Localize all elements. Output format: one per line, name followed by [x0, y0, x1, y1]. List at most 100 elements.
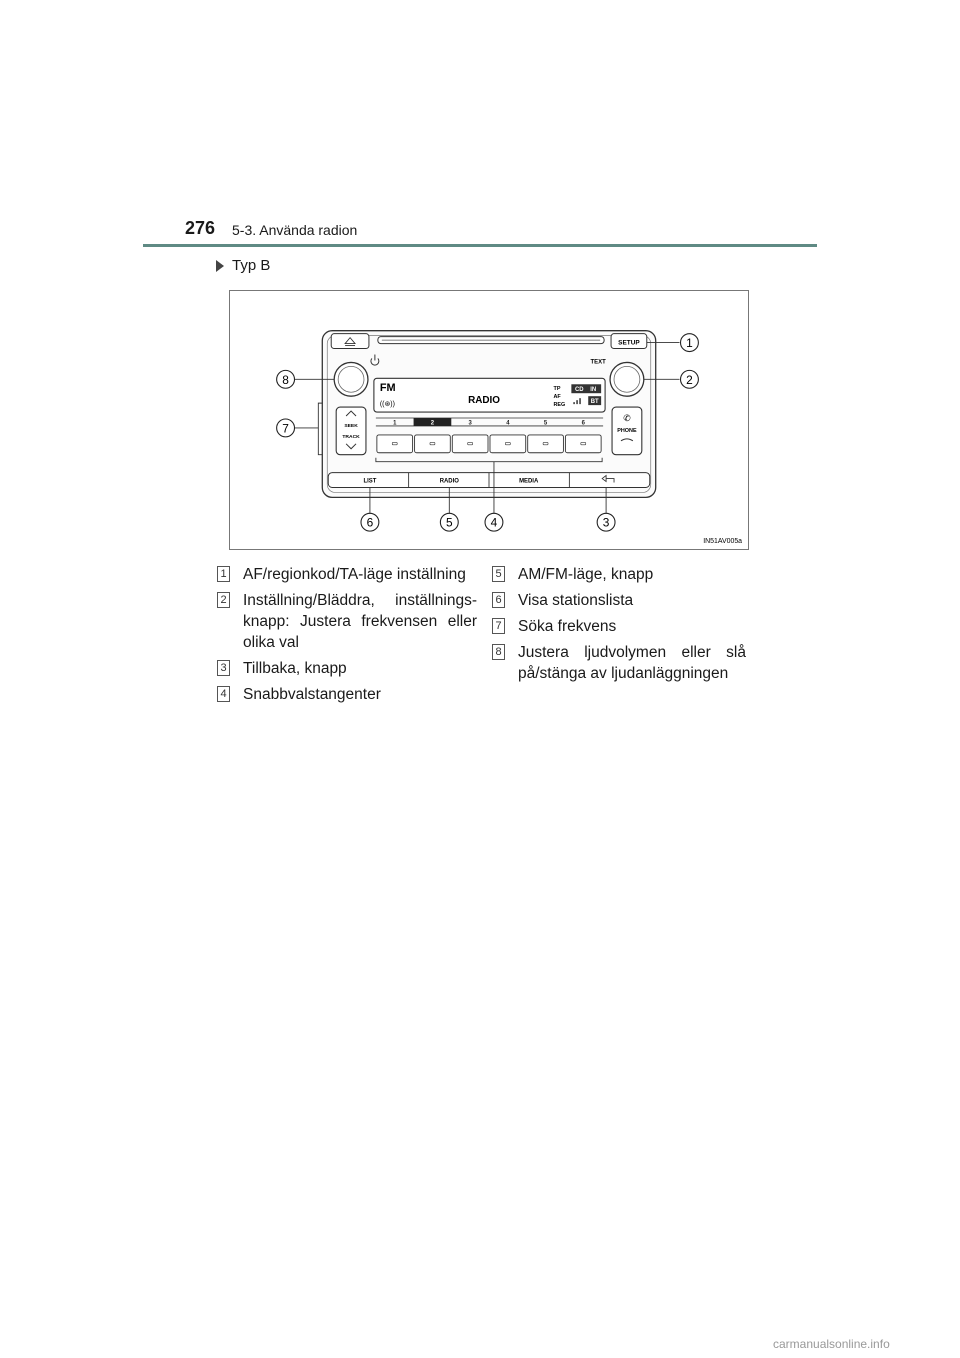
- callout-circle-6: [360, 512, 380, 532]
- eject-button: [330, 333, 370, 350]
- callout-number-6: 6: [367, 516, 374, 530]
- callout-circle-8: [276, 369, 296, 389]
- chevron-down-icon: [345, 443, 357, 450]
- callout-number-1: 1: [686, 336, 693, 350]
- callout-number-4: 4: [491, 516, 498, 530]
- media-button-label: MEDIA: [519, 479, 539, 485]
- fm-indicator: FM: [380, 382, 396, 394]
- tp-indicator: TP: [554, 386, 561, 392]
- back-arrow-icon: [601, 474, 615, 483]
- seek-track-button: [335, 406, 367, 456]
- legend-text-7: Söka frekvens: [518, 618, 617, 635]
- callout-number-3: 3: [603, 516, 610, 530]
- leader-lines: [294, 342, 680, 514]
- callout-number-8: 8: [282, 373, 289, 387]
- legend-item-4: 4 Snabbvalstangenter: [217, 684, 477, 705]
- legend-text-1: AF/regionkod/TA-läge inställning: [243, 566, 466, 583]
- reg-indicator: REG: [554, 402, 566, 408]
- list-button-label: LIST: [363, 479, 376, 485]
- legend-number-7: 7: [492, 618, 505, 634]
- callout-circle-5: [439, 512, 459, 532]
- setup-label: SETUP: [618, 340, 640, 347]
- legend-number-3: 3: [217, 660, 230, 676]
- callout-circle-4: [484, 512, 504, 532]
- preset-number-6: 6: [582, 420, 586, 426]
- legend-column-2: 5 AM/FM-läge, knapp 6 Visa stationslista 7…: [492, 564, 746, 689]
- legend-text-8: Justera ljudvolymen eller slå på/stänga …: [518, 644, 746, 682]
- watermark: carmanualsonline.info: [773, 1337, 890, 1351]
- phone-hangup-icon: [620, 438, 634, 442]
- legend-item-7: 7 Söka frekvens: [492, 616, 746, 637]
- callout-circle-2: [679, 369, 699, 389]
- preset-number-1: 1: [393, 420, 397, 426]
- figure-code: IN51AV005a: [703, 538, 742, 545]
- subheading: Typ B: [216, 257, 270, 274]
- section-title: 5-3. Använda radion: [232, 222, 358, 238]
- callout-number-7: 7: [282, 421, 289, 435]
- legend-text-5: AM/FM-läge, knapp: [518, 566, 654, 583]
- legend-item-6: 6 Visa stationslista: [492, 590, 746, 611]
- radio-illustration: SETUP TEXT FM ((⊛)) RADIO TP AF REG CD I…: [229, 290, 749, 550]
- legend-text-4: Snabbvalstangenter: [243, 686, 381, 703]
- legend-text-6: Visa stationslista: [518, 592, 634, 609]
- preset-button-mark-2: [429, 442, 436, 446]
- radio-diagram: SETUP TEXT FM ((⊛)) RADIO TP AF REG CD I…: [276, 330, 742, 545]
- subheading-text: Typ B: [232, 257, 271, 274]
- radio-panel: [321, 330, 657, 499]
- seek-label: SEEK: [344, 423, 358, 429]
- text-label: TEXT: [591, 359, 607, 365]
- radio-button-label: RADIO: [440, 479, 460, 485]
- volume-knob: [333, 361, 369, 397]
- setup-button: [610, 333, 648, 350]
- phone-label: PHONE: [617, 428, 637, 434]
- callout-number-2: 2: [686, 373, 693, 387]
- preset-number-2: 2: [431, 420, 435, 426]
- legend-number-5: 5: [492, 566, 505, 582]
- preset-button-mark-1: [391, 442, 398, 446]
- cd-in-badge: [571, 384, 602, 394]
- preset-number-5: 5: [544, 420, 548, 426]
- callout-number-5: 5: [446, 516, 453, 530]
- in-label: IN: [590, 387, 596, 393]
- preset-number-3: 3: [468, 420, 472, 426]
- legend-number-4: 4: [217, 686, 230, 702]
- preset-button-mark-6: [580, 442, 587, 446]
- legend-item-1: 1 AF/regionkod/TA-läge inställning: [217, 564, 477, 585]
- callout-circle-1: [679, 333, 699, 353]
- legend-item-5: 5 AM/FM-läge, knapp: [492, 564, 746, 585]
- preset-button-mark-3: [467, 442, 473, 446]
- tune-knob: [609, 361, 645, 397]
- rds-indicator-icon: ((⊛)): [380, 401, 395, 408]
- preset-buttons: [376, 434, 602, 454]
- bt-badge: [588, 396, 602, 406]
- callout-circle-3: [596, 512, 616, 532]
- power-icon: [370, 354, 380, 366]
- radio-display-text: RADIO: [468, 395, 500, 406]
- track-label: TRACK: [342, 434, 360, 440]
- legend-number-2: 2: [217, 592, 230, 608]
- signal-strength-icon: [573, 398, 581, 405]
- af-indicator: AF: [554, 394, 562, 400]
- triangle-bullet-icon: [216, 260, 224, 273]
- preset-2-highlight: [413, 418, 452, 426]
- page-number: 276: [185, 218, 216, 238]
- legend-text-3: Tillbaka, knapp: [243, 660, 347, 677]
- phone-pickup-icon: ✆: [623, 414, 630, 424]
- legend-number-6: 6: [492, 592, 505, 608]
- cd-label: CD: [575, 387, 584, 393]
- display-screen: [373, 377, 606, 413]
- preset-number-4: 4: [506, 420, 510, 426]
- header-rule: [143, 244, 817, 247]
- chevron-up-icon: [345, 410, 357, 417]
- preset-number-strip: 1 2 3 4 5 6: [393, 420, 586, 426]
- legend-item-3: 3 Tillbaka, knapp: [217, 658, 477, 679]
- callout-markers: 1 2 3 4 5 6 7 8: [276, 333, 699, 532]
- preset-button-mark-4: [505, 442, 511, 446]
- eject-icon: [344, 336, 356, 347]
- legend-number-1: 1: [217, 566, 230, 582]
- preset-button-mark-5: [542, 442, 549, 446]
- phone-button: [611, 406, 643, 456]
